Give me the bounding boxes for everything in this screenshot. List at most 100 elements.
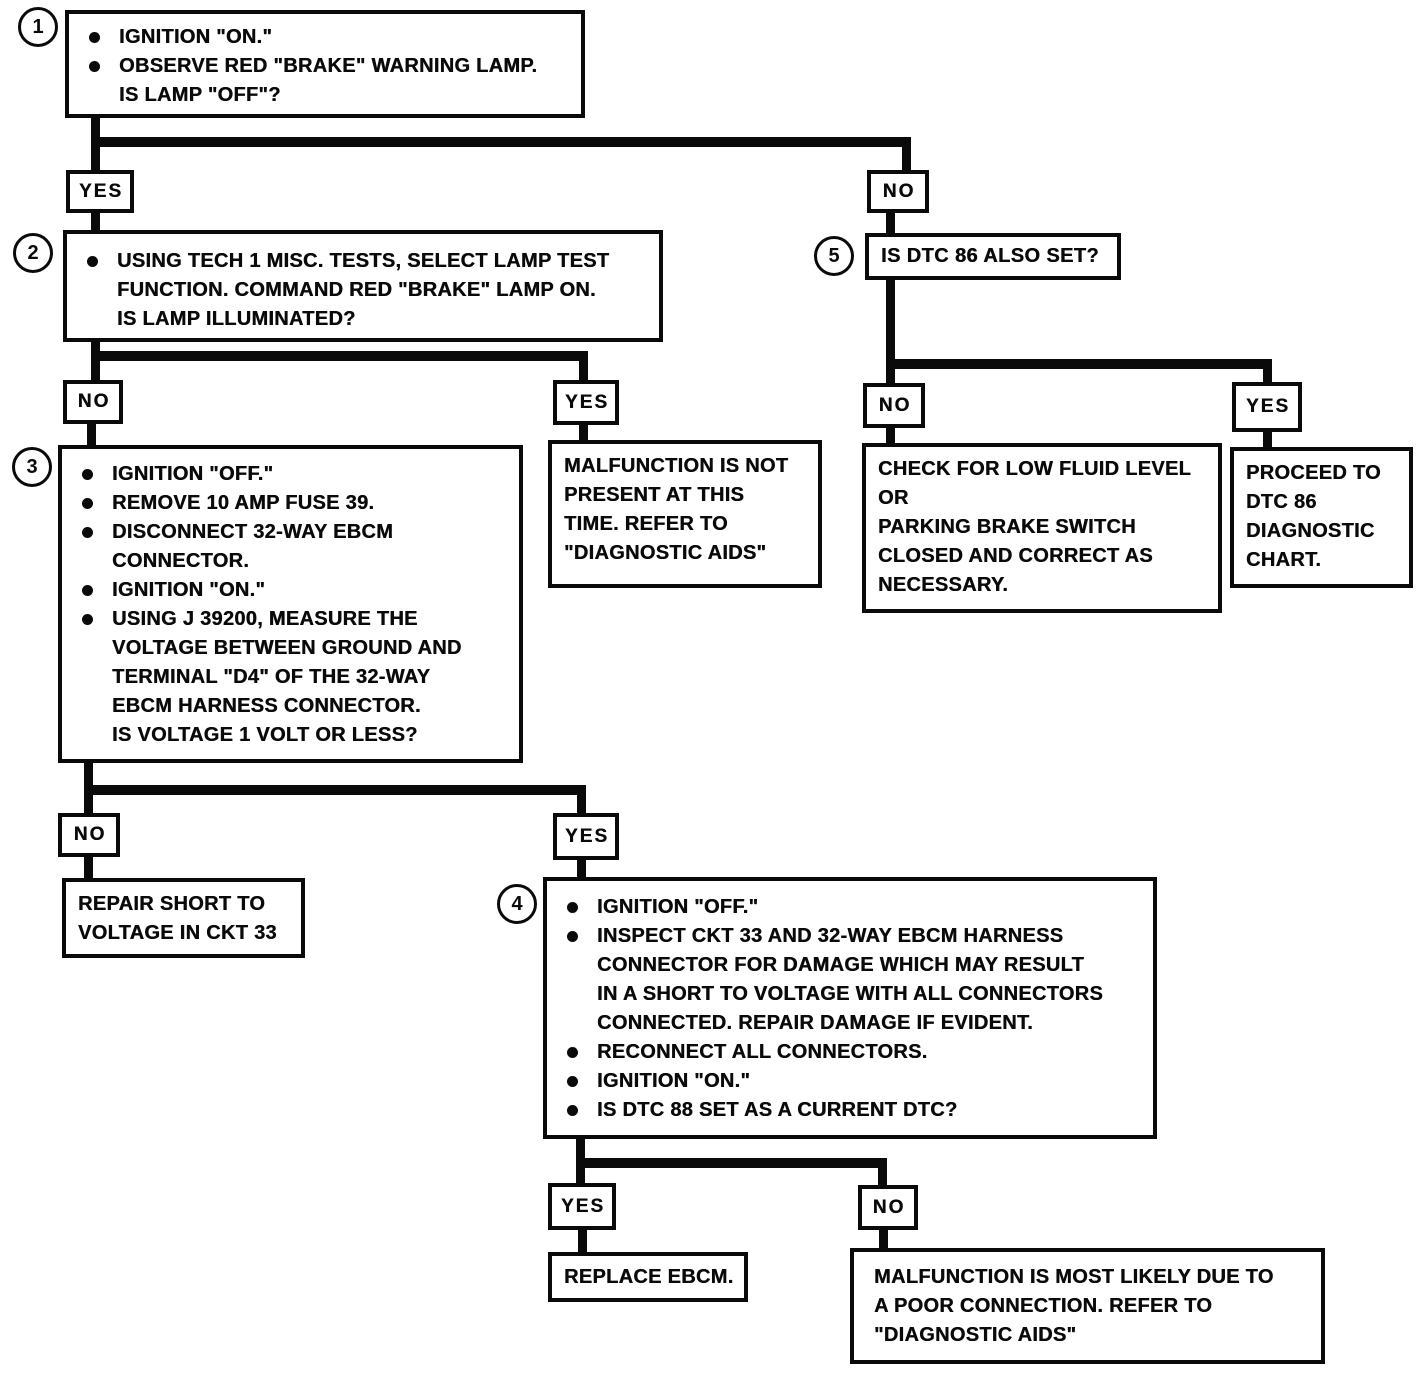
step-1-item-1: IGNITION "ON." [73,23,573,52]
branch-2-no-label: NO [77,391,111,412]
connector-branch2-horizontal [91,351,588,361]
connector-no3-terminal [84,855,93,879]
step-1-item-1-text: IGNITION "ON." [119,26,273,48]
step-5-number-label: 5 [828,244,840,267]
connector-yes1-step2 [91,212,100,231]
branch-3-yes-label: YES [564,825,610,847]
connector-step5-down [886,279,895,384]
step-3-item-3-text: DISCONNECT 32-WAY EBCM CONNECTOR. [112,521,394,572]
connector-no2-step3 [87,422,96,446]
terminal-proceed-dtc86: PROCEED TO DTC 86 DIAGNOSTIC CHART. [1230,447,1413,588]
bullet-icon [567,1105,578,1116]
step-4-item-3: RECONNECT ALL CONNECTORS. [551,1038,1145,1067]
bullet-icon [82,614,93,625]
bullet-icon [82,585,93,596]
step-4-item-1-text: IGNITION "OFF." [597,896,759,918]
branch-3-no: NO [58,813,120,857]
bullet-icon [82,527,93,538]
branch-1-no: NO [867,170,929,213]
connector-branch4-no-down [878,1158,887,1186]
connector-yes4-terminal [578,1228,587,1253]
step-4-number: 4 [497,884,537,924]
step-1-item-2: OBSERVE RED "BRAKE" WARNING LAMP. IS LAM… [73,52,573,110]
branch-4-yes-label: YES [560,1195,606,1217]
connector-no4-terminal [879,1228,888,1249]
step-4-item-4: IGNITION "ON." [551,1067,1145,1096]
branch-1-yes: YES [66,170,134,213]
step-3-number-label: 3 [26,455,38,478]
step-4-number-label: 4 [511,892,523,915]
connector-branch4-horizontal [576,1158,887,1168]
step-3-item-2: REMOVE 10 AMP FUSE 39. [66,489,511,518]
connector-no5-terminal [886,426,895,444]
step-3-item-5: USING J 39200, MEASURE THE VOLTAGE BETWE… [66,605,511,750]
branch-1-yes-label: YES [78,180,124,202]
step-2-item-1-text: USING TECH 1 MISC. TESTS, SELECT LAMP TE… [117,250,610,330]
connector-branch1-no-down [902,137,911,170]
step-2-box: USING TECH 1 MISC. TESTS, SELECT LAMP TE… [63,230,663,342]
branch-4-no: NO [858,1185,918,1230]
step-3-item-2-text: REMOVE 10 AMP FUSE 39. [112,492,375,514]
terminal-replace-ebcm: REPLACE EBCM. [548,1252,748,1302]
terminal-malfunction-poor-connection-text: MALFUNCTION IS MOST LIKELY DUE TO A POOR… [874,1266,1274,1346]
step-3-item-4-text: IGNITION "ON." [112,579,266,601]
step-2-number-label: 2 [27,241,39,264]
branch-4-no-label: NO [872,1196,906,1218]
step-4-item-1: IGNITION "OFF." [551,893,1145,922]
terminal-repair-short: REPAIR SHORT TO VOLTAGE IN CKT 33 [62,878,305,958]
step-2-item-1: USING TECH 1 MISC. TESTS, SELECT LAMP TE… [71,247,651,334]
connector-yes2-terminal [579,423,588,442]
bullet-icon [567,931,578,942]
branch-4-yes: YES [548,1183,616,1230]
bullet-icon [567,1076,578,1087]
terminal-check-fluid-text: CHECK FOR LOW FLUID LEVEL OR PARKING BRA… [878,458,1192,596]
branch-2-yes: YES [553,380,619,425]
bullet-icon [87,256,98,267]
step-4-item-2-text: INSPECT CKT 33 AND 32-WAY EBCM HARNESS C… [597,925,1104,1034]
terminal-replace-ebcm-text: REPLACE EBCM. [564,1266,734,1288]
terminal-malfunction-not-present-text: MALFUNCTION IS NOT PRESENT AT THIS TIME.… [564,455,789,564]
connector-branch3-horizontal [84,785,586,795]
connector-yes5-terminal [1263,430,1272,448]
branch-1-no-label: NO [882,180,916,202]
branch-3-no-label: NO [73,824,107,845]
bullet-icon [89,61,100,72]
step-1-number: 1 [18,7,58,47]
connector-branch5-yes-down [1263,359,1272,383]
step-3-item-4: IGNITION "ON." [66,576,511,605]
terminal-check-fluid: CHECK FOR LOW FLUID LEVEL OR PARKING BRA… [862,443,1222,613]
connector-yes3-step4 [577,858,586,879]
step-3-item-1: IGNITION "OFF." [66,460,511,489]
bullet-icon [82,469,93,480]
terminal-proceed-dtc86-text: PROCEED TO DTC 86 DIAGNOSTIC CHART. [1246,462,1381,571]
step-3-item-3: DISCONNECT 32-WAY EBCM CONNECTOR. [66,518,511,576]
step-5-number: 5 [814,236,854,276]
step-4-item-2: INSPECT CKT 33 AND 32-WAY EBCM HARNESS C… [551,922,1145,1038]
connector-branch5-horizontal [886,359,1272,369]
step-5-box: IS DTC 86 ALSO SET? [865,233,1121,280]
step-3-box: IGNITION "OFF." REMOVE 10 AMP FUSE 39. D… [58,445,523,763]
step-3-number: 3 [12,447,52,487]
branch-2-no: NO [63,380,123,424]
step-2-number: 2 [13,233,53,273]
bullet-icon [82,498,93,509]
branch-5-yes: YES [1232,382,1302,432]
terminal-repair-short-text: REPAIR SHORT TO VOLTAGE IN CKT 33 [78,893,277,944]
branch-5-no: NO [863,383,925,428]
terminal-malfunction-poor-connection: MALFUNCTION IS MOST LIKELY DUE TO A POOR… [850,1248,1325,1364]
step-3-item-1-text: IGNITION "OFF." [112,463,274,485]
bullet-icon [567,902,578,913]
connector-branch1-horizontal [91,137,911,147]
bullet-icon [567,1047,578,1058]
step-1-number-label: 1 [32,15,44,38]
branch-3-yes: YES [553,813,619,860]
step-1-box: IGNITION "ON." OBSERVE RED "BRAKE" WARNI… [65,10,585,118]
connector-branch2-yes-down [579,351,588,381]
step-4-item-4-text: IGNITION "ON." [597,1070,751,1092]
branch-2-yes-label: YES [564,391,610,413]
branch-5-yes-label: YES [1245,396,1291,417]
step-4-item-5-text: IS DTC 88 SET AS A CURRENT DTC? [597,1099,958,1121]
bullet-icon [89,32,100,43]
step-1-item-2-text: OBSERVE RED "BRAKE" WARNING LAMP. IS LAM… [119,55,538,106]
